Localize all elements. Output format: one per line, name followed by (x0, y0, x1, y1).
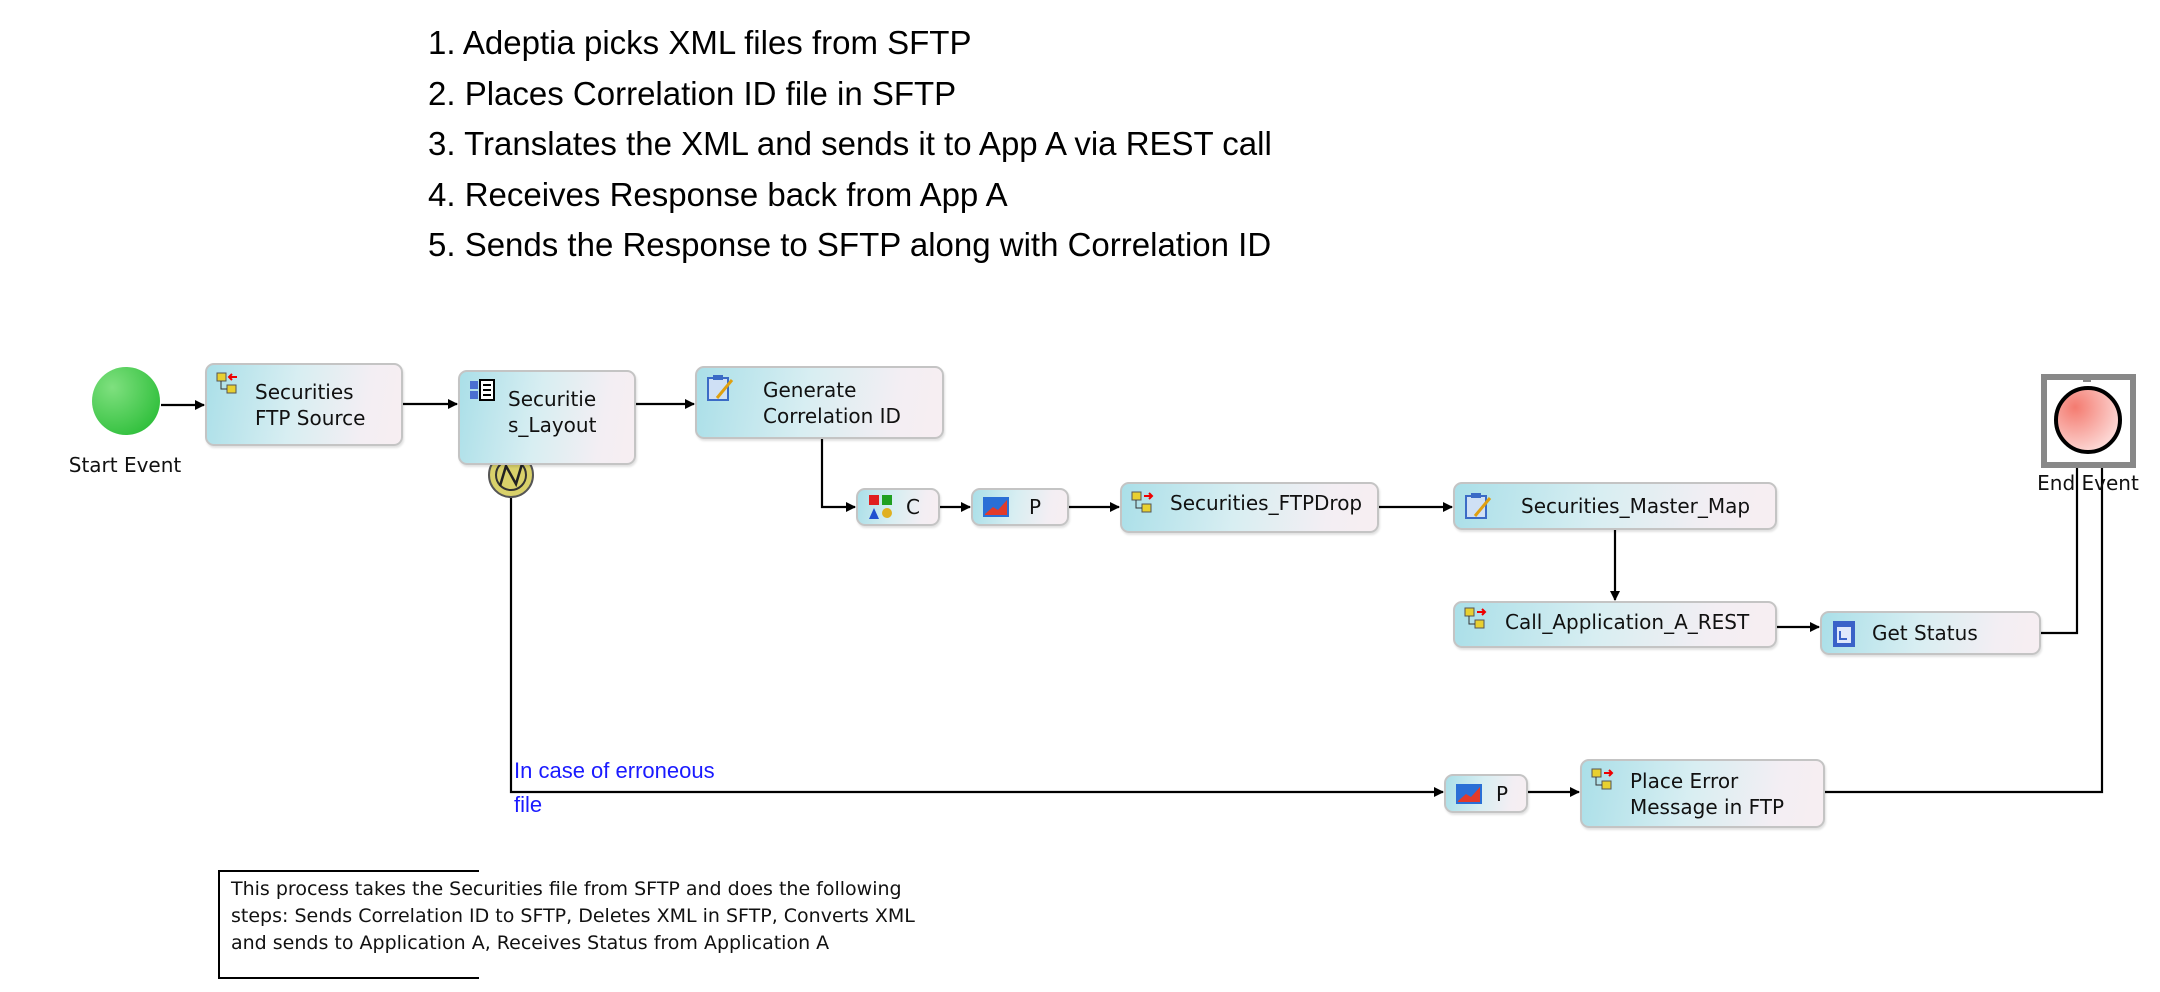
node-securities-ftpdrop[interactable]: Securities_FTPDrop (1120, 482, 1379, 533)
start-event (92, 367, 160, 435)
step-4: 4. Receives Response back from App A (428, 175, 1008, 213)
end-event (2041, 374, 2136, 468)
process-chart-icon (983, 497, 1009, 517)
error-path-line-1: In case of erroneous (514, 758, 715, 783)
edge-corr-c (820, 439, 856, 512)
step-5: 5. Sends the Response to SFTP along with… (428, 226, 1272, 263)
start-event-label: Start Event (68, 453, 182, 477)
process-note: This process takes the Securities file f… (231, 876, 915, 957)
label: P (1496, 781, 1509, 806)
note-line-1: This process takes the Securities file f… (231, 878, 902, 900)
step-3: 3. Translates the XML and sends it to Ap… (428, 125, 1272, 162)
label: Securities_FTPDrop (1170, 490, 1363, 515)
edge-error-p (509, 498, 1444, 797)
label: Place Error (1630, 768, 1739, 793)
label: Securities_Master_Map (1521, 494, 1751, 518)
step-1: 1. Adeptia picks XML files from SFTP (428, 24, 972, 61)
node-p[interactable]: P (971, 488, 1069, 526)
edge-place-end (1825, 457, 2107, 794)
end-event-label: End Event (2037, 471, 2139, 495)
label: P (1029, 495, 1042, 519)
node-call-application-a-rest[interactable]: Call_Application_A_REST (1453, 601, 1777, 648)
steps-list: 1. Adeptia picks XML files from SFTP 2. … (428, 18, 1272, 271)
node-p-error[interactable]: P (1444, 774, 1528, 813)
error-path-line-2: file (514, 792, 543, 817)
label: Securities (255, 379, 354, 404)
note-line-3: and sends to Application A, Receives Sta… (231, 932, 830, 954)
ftp-target-icon (1591, 768, 1614, 790)
label: Get Status (1872, 621, 1978, 645)
ftp-target-icon (1131, 491, 1154, 513)
layout-icon (470, 379, 495, 401)
context-icon (869, 495, 892, 519)
label: Correlation ID (763, 403, 901, 428)
label: Securitie (508, 387, 597, 412)
process-chart-icon (1456, 783, 1482, 804)
node-get-status[interactable]: Get Status (1820, 611, 2041, 655)
label: C (906, 495, 920, 519)
edge-status-end (2041, 457, 2082, 635)
mapping-edit-icon (1465, 493, 1492, 519)
label: Generate (763, 377, 857, 402)
node-c[interactable]: C (856, 488, 940, 526)
ftp-source-icon (216, 372, 237, 394)
label: s_Layout (508, 413, 597, 438)
note-line-2: steps: Sends Correlation ID to SFTP, Del… (231, 905, 915, 927)
mapping-edit-icon (707, 375, 734, 401)
error-path-label: In case of erroneous file (514, 754, 715, 822)
label: Call_Application_A_REST (1505, 609, 1750, 634)
document-icon (1833, 621, 1855, 647)
label: Message in FTP (1630, 794, 1785, 819)
step-2: 2. Places Correlation ID file in SFTP (428, 74, 957, 112)
label: FTP Source (255, 405, 366, 430)
node-securities-master-map[interactable]: Securities_Master_Map (1453, 482, 1777, 530)
note-bracket (218, 870, 479, 979)
ftp-target-icon (1464, 607, 1487, 629)
